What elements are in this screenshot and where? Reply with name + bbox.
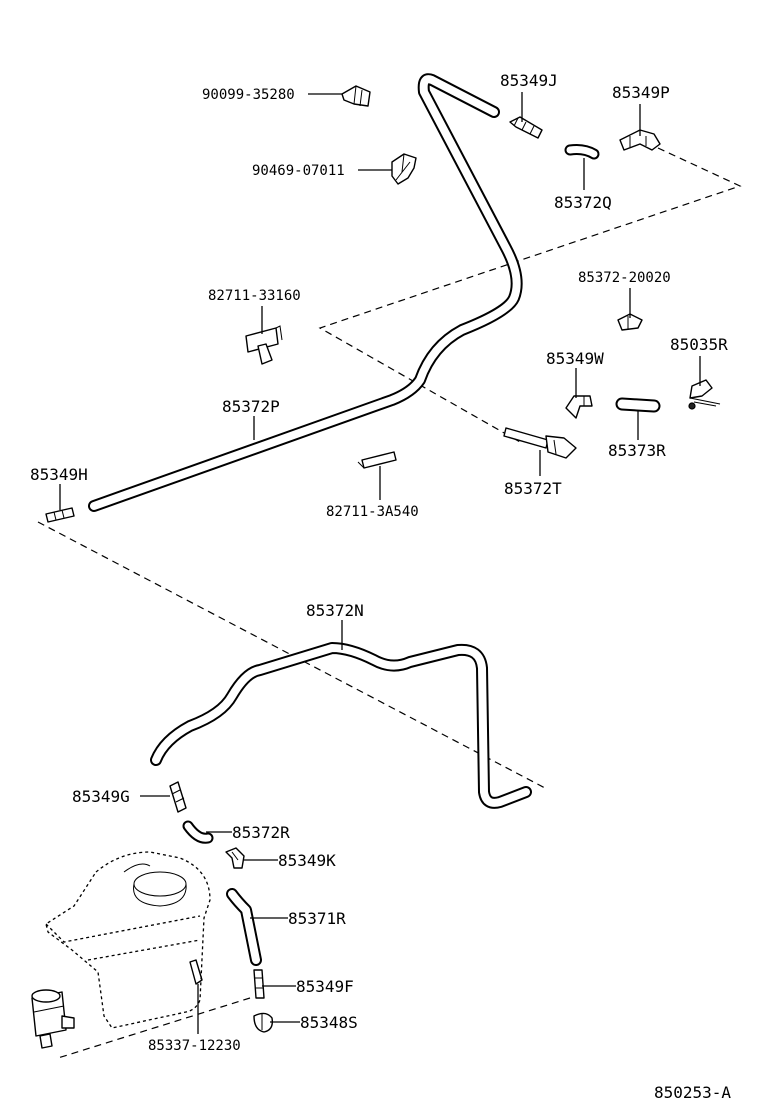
label-85035r: 85035R <box>670 335 728 354</box>
clip-90099-35280 <box>341 85 371 107</box>
label-90099-35280: 90099-35280 <box>202 87 295 103</box>
label-90469-07011: 90469-07011 <box>252 163 345 179</box>
label-82711-33160: 82711-33160 <box>208 288 301 304</box>
label-85372r: 85372R <box>232 823 290 842</box>
leader-lines <box>59 92 701 1034</box>
label-85372q: 85372Q <box>554 193 612 212</box>
label-85348s: 85348S <box>300 1013 358 1032</box>
washer-pump <box>31 989 75 1049</box>
elbow-85349w <box>565 395 593 419</box>
label-85337-12230: 85337-12230 <box>148 1038 241 1054</box>
label-85349w: 85349W <box>546 349 604 368</box>
nozzle-85372t <box>503 427 577 459</box>
label-85349h: 85349H <box>30 465 88 484</box>
label-85349g: 85349G <box>72 787 130 806</box>
label-85372n: 85372N <box>306 601 364 620</box>
clamp-82711-33160 <box>245 325 283 365</box>
joint-85349f <box>253 969 265 999</box>
part-labels: 90099-35280 90469-07011 85349J 85349P 85… <box>30 71 731 1102</box>
joint-85349g <box>169 781 187 813</box>
label-85373r: 85373R <box>608 441 666 460</box>
joint-85349h <box>45 507 75 523</box>
elbow-85349p <box>619 129 661 151</box>
diagram-code: 850253-A <box>654 1083 731 1102</box>
label-85349j: 85349J <box>500 71 558 90</box>
grommet-85348s <box>253 1012 274 1033</box>
hose-85372r <box>182 820 214 844</box>
nozzle-85372-20020 <box>617 313 643 331</box>
label-85349f: 85349F <box>296 977 354 996</box>
label-85372p: 85372P <box>222 397 280 416</box>
hose-85373r <box>615 397 661 413</box>
strainer-85337-12230 <box>189 959 203 985</box>
label-85349k: 85349K <box>278 851 336 870</box>
label-85371r: 85371R <box>288 909 346 928</box>
joint-85349j <box>509 116 543 139</box>
hose-85372q <box>564 144 600 160</box>
label-85349p: 85349P <box>612 83 670 102</box>
label-85372t: 85372T <box>504 479 562 498</box>
label-82711-3a540: 82711-3A540 <box>326 504 419 520</box>
bracket-85035r <box>688 379 721 410</box>
clamp-82711-3a540 <box>357 451 397 469</box>
elbow-85349k <box>225 847 245 869</box>
label-85372-20020: 85372-20020 <box>578 270 671 286</box>
hose-85372p <box>88 73 523 512</box>
clip-90469-07011 <box>391 153 417 185</box>
hose-85372n <box>150 642 532 809</box>
washer-tank <box>45 851 211 1029</box>
hose-85371r <box>226 888 262 966</box>
